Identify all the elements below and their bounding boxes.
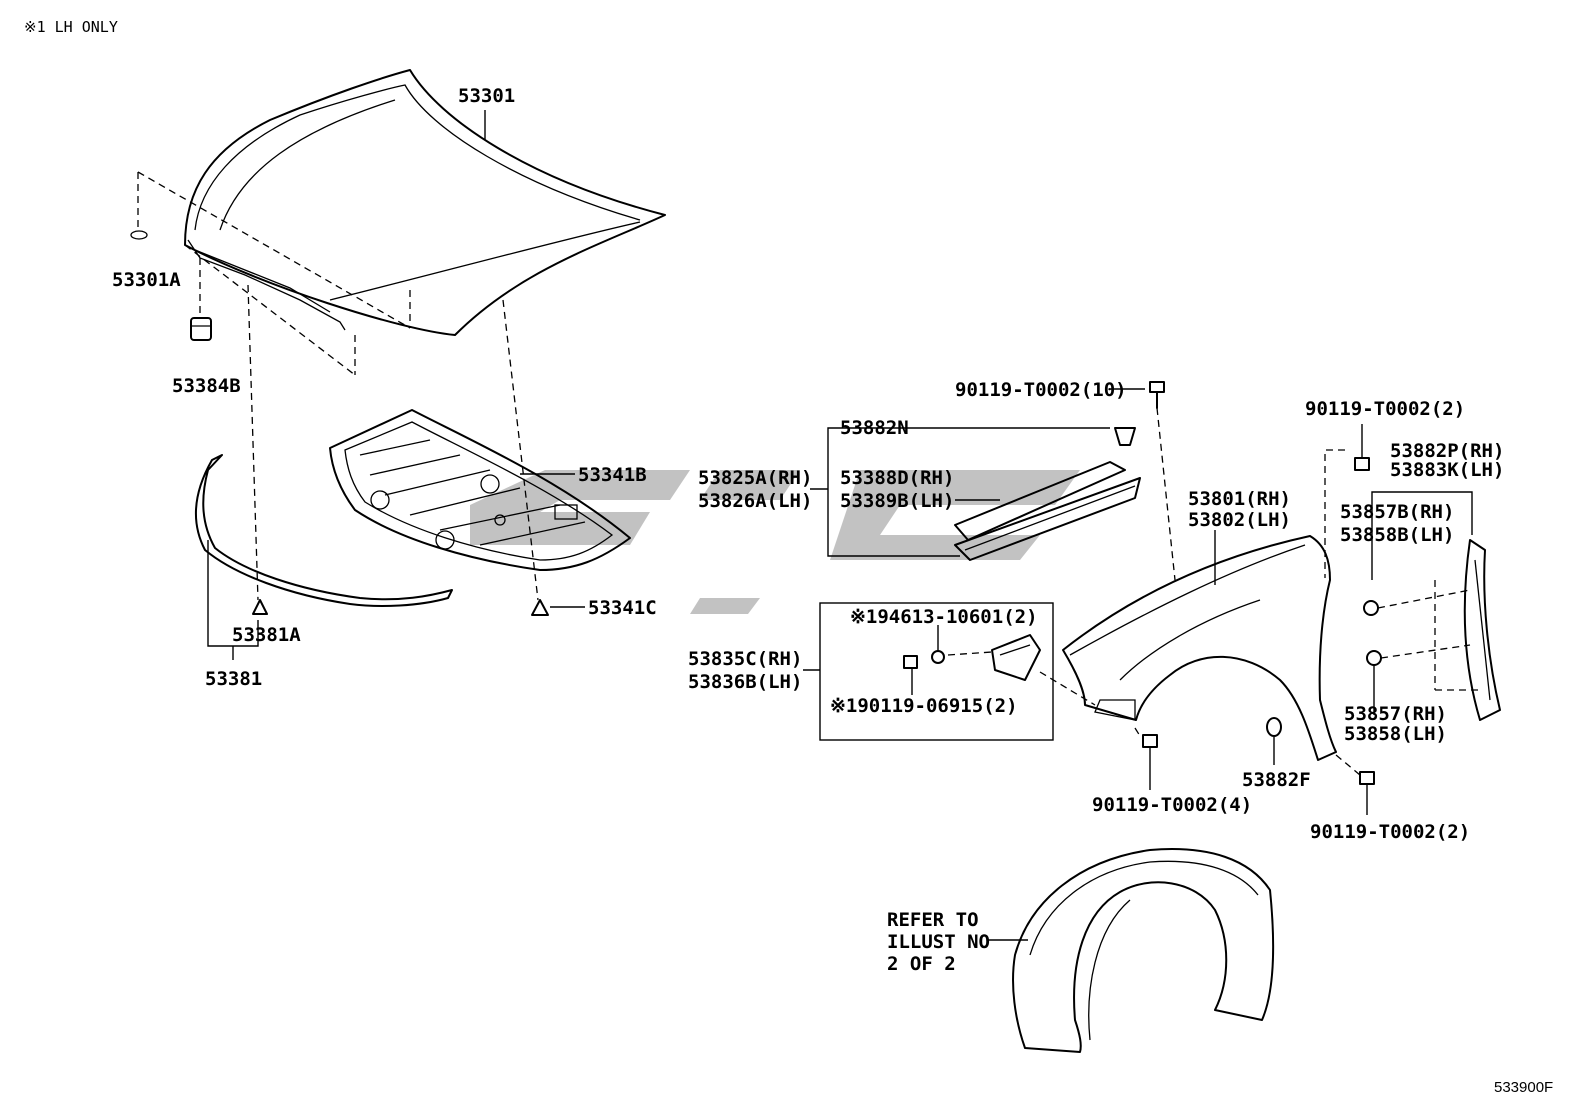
label-box-part-1: ※194613-10601(2) xyxy=(850,606,1038,628)
label-53802: 53802(LH) xyxy=(1188,509,1291,531)
bolt-right-bottom[interactable] xyxy=(1359,771,1375,785)
refer-note-line-2: ILLUST NO xyxy=(887,931,990,953)
label-53341B: 53341B xyxy=(578,464,647,486)
front-fender-53801[interactable] xyxy=(1062,535,1337,761)
fender-seal-53388D[interactable] xyxy=(954,461,1141,561)
clip-53882N[interactable] xyxy=(1114,427,1136,446)
grommet-53301A[interactable] xyxy=(130,230,148,240)
label-53826A: 53826A(LH) xyxy=(698,490,812,512)
bolt-top[interactable] xyxy=(1149,381,1165,409)
label-53384B: 53384B xyxy=(172,375,241,397)
label-53301A: 53301A xyxy=(112,269,181,291)
bolt-90119-06915[interactable] xyxy=(903,655,918,669)
refer-note-line-3: 2 OF 2 xyxy=(887,953,956,975)
label-bolt-right-top: 90119-T0002(2) xyxy=(1305,398,1465,420)
label-53857B: 53857B(RH) xyxy=(1340,501,1454,523)
clip-53857B[interactable] xyxy=(1363,600,1379,616)
sub-assembly-box xyxy=(819,602,1054,741)
label-53858B: 53858B(LH) xyxy=(1340,524,1454,546)
label-53882P: 53882P(RH) xyxy=(1390,440,1504,462)
label-53801: 53801(RH) xyxy=(1188,488,1291,510)
cushion-53384B[interactable] xyxy=(190,317,212,341)
bolt-mid[interactable] xyxy=(1142,734,1158,748)
fender-bracket-53882P[interactable] xyxy=(1463,539,1501,721)
label-53882F: 53882F xyxy=(1242,769,1311,791)
bolt-right-top[interactable] xyxy=(1354,457,1370,471)
hood-seal-53381[interactable] xyxy=(195,454,453,607)
refer-note-line-1: REFER TO xyxy=(887,909,979,931)
watermark-logo xyxy=(470,470,1080,614)
label-53381: 53381 xyxy=(205,668,262,690)
label-53341C: 53341C xyxy=(588,597,657,619)
hood-insulator-53341B[interactable] xyxy=(329,409,631,571)
washer-94613[interactable] xyxy=(931,650,945,664)
label-53825A: 53825A(RH) xyxy=(698,467,812,489)
label-53388D: 53388D(RH) xyxy=(840,467,954,489)
grommet-53882F[interactable] xyxy=(1266,717,1282,737)
label-bolt-top: 90119-T0002(10) xyxy=(955,379,1127,401)
fender-liner[interactable] xyxy=(1012,848,1275,1053)
label-bolt-right-bottom: 90119-T0002(2) xyxy=(1310,821,1470,843)
label-53858: 53858(LH) xyxy=(1344,723,1447,745)
bracket-53835C[interactable] xyxy=(991,634,1041,681)
label-53882N: 53882N xyxy=(840,417,909,439)
label-53883K: 53883K(LH) xyxy=(1390,459,1504,481)
label-53389B: 53389B(LH) xyxy=(840,490,954,512)
label-box-part-2: ※190119-06915(2) xyxy=(830,695,1018,717)
label-bolt-mid: 90119-T0002(4) xyxy=(1092,794,1252,816)
label-53835C: 53835C(RH) xyxy=(688,648,802,670)
lh-only-note: ※1 LH ONLY xyxy=(24,18,118,36)
label-53836B: 53836B(LH) xyxy=(688,671,802,693)
label-53857: 53857(RH) xyxy=(1344,703,1447,725)
figure-code: 533900F xyxy=(1494,1079,1553,1096)
clip-53341C[interactable] xyxy=(531,599,549,616)
label-53381A: 53381A xyxy=(232,624,301,646)
clip-53381A[interactable] xyxy=(252,599,268,615)
label-53301: 53301 xyxy=(458,85,515,107)
clip-53857[interactable] xyxy=(1366,650,1382,666)
hood-part[interactable] xyxy=(184,69,666,336)
